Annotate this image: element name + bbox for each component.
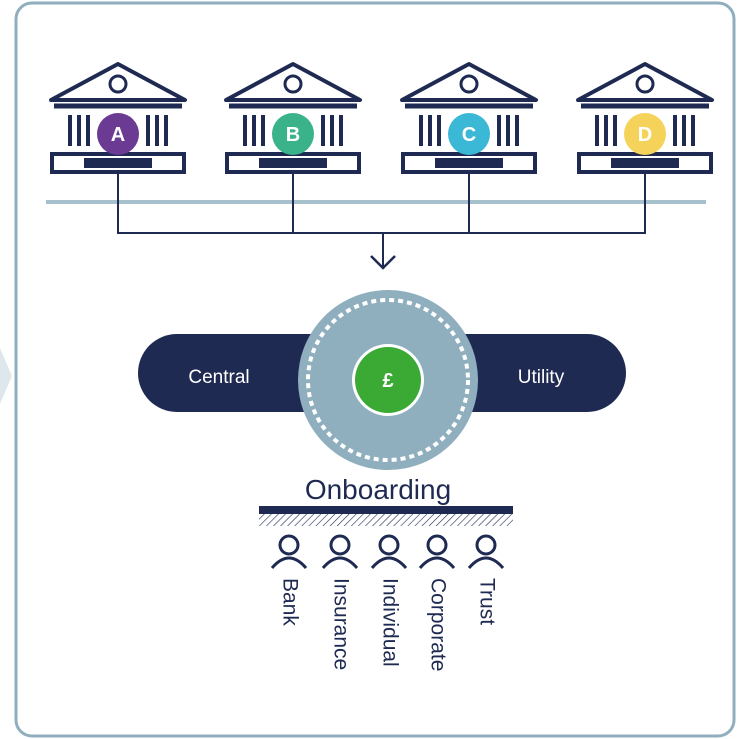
bank-roof-circle <box>635 74 655 94</box>
person-icon <box>270 556 308 570</box>
bank-icon-a: A <box>49 62 187 174</box>
bank-roof <box>224 62 362 102</box>
bank-base-inner <box>259 158 327 168</box>
client-label: Corporate <box>426 578 449 671</box>
arrow-down-icon <box>370 255 396 270</box>
bank-row: A B C D <box>49 62 714 174</box>
client-label: Individual <box>378 578 401 667</box>
onboarding-bar <box>259 506 513 514</box>
bank-icon-c: C <box>400 62 538 174</box>
bank-roof-circle <box>459 74 479 94</box>
bank-base-inner <box>611 158 679 168</box>
client-corporate: Corporate <box>418 534 456 671</box>
bank-base-inner <box>84 158 152 168</box>
client-label: Insurance <box>329 578 352 670</box>
client-individual: Individual <box>370 534 408 667</box>
person-icon-head <box>378 534 400 556</box>
bank-roof <box>400 62 538 102</box>
bank-letter: A <box>111 124 125 146</box>
bank-letter: C <box>462 124 476 146</box>
chevron-decoration <box>0 348 12 404</box>
onboarding-hatch <box>259 514 513 526</box>
person-icon <box>321 556 359 570</box>
person-icon-head <box>278 534 300 556</box>
person-icon-head <box>426 534 448 556</box>
bank-connectors <box>117 172 646 234</box>
person-icon-head <box>475 534 497 556</box>
hub-dashed-ring <box>306 298 470 462</box>
hub-left-label: Central <box>188 367 249 388</box>
client-bank: Bank <box>270 534 308 626</box>
bank-roof <box>49 62 187 102</box>
client-trust: Trust <box>467 534 505 625</box>
bank-roof-circle <box>108 74 128 94</box>
pound-coin-icon <box>355 347 421 413</box>
onboarding-title: Onboarding <box>305 474 451 505</box>
client-label: Bank <box>278 578 301 626</box>
bank-letter: B <box>286 124 300 146</box>
client-list: Bank Insurance Individual Corporate Trust <box>270 534 505 671</box>
bank-roof <box>576 62 714 102</box>
bank-icon-d: D <box>576 62 714 174</box>
client-label: Trust <box>475 578 498 625</box>
bank-badge <box>624 113 666 155</box>
bank-badge <box>97 113 139 155</box>
bank-roof-circle <box>283 74 303 94</box>
person-icon <box>418 556 456 570</box>
bank-badge <box>448 113 490 155</box>
bank-icon-b: B <box>224 62 362 174</box>
bank-base-inner <box>435 158 503 168</box>
bank-letter: D <box>638 124 652 146</box>
bank-badge <box>272 113 314 155</box>
person-icon <box>370 556 408 570</box>
hub-right-label: Utility <box>518 367 565 388</box>
person-icon <box>467 556 505 570</box>
client-insurance: Insurance <box>321 534 359 670</box>
pound-symbol: £ <box>382 370 393 392</box>
person-icon-head <box>329 534 351 556</box>
